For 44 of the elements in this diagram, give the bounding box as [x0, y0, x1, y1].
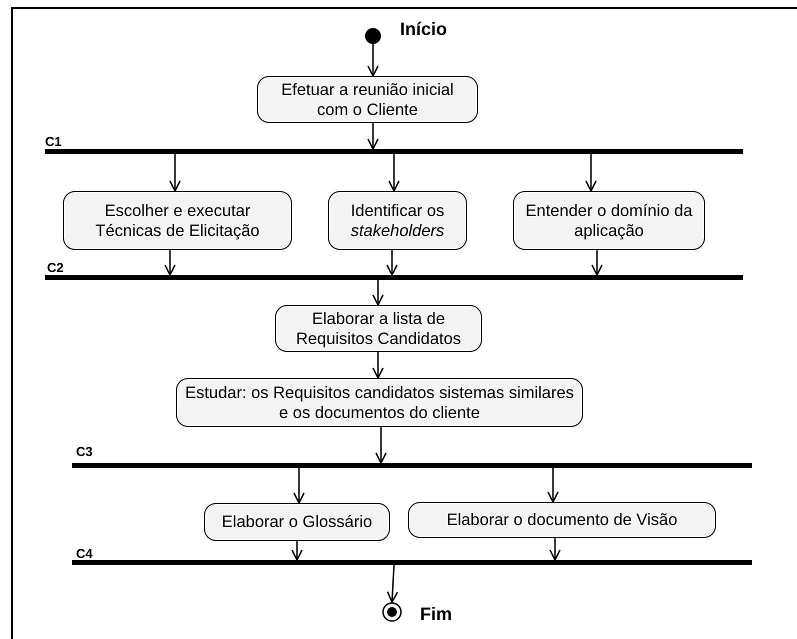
- node-label: Fim: [420, 604, 452, 625]
- arrow: [386, 564, 398, 603]
- sync-bar: [45, 149, 743, 154]
- activity-text: Elaborar o documento de Visão: [446, 510, 678, 530]
- activity-box: [176, 378, 583, 427]
- arrow: [372, 280, 384, 306]
- node-label: C4: [76, 546, 93, 561]
- arrow: [547, 468, 559, 503]
- activity-text: Entender o domínio da aplicação: [524, 200, 694, 240]
- sync-bar: [72, 463, 752, 468]
- end-node: [382, 602, 402, 622]
- arrow: [291, 541, 303, 561]
- start-node: [365, 28, 381, 44]
- arrow: [549, 538, 561, 561]
- arrow: [367, 44, 379, 77]
- activity-box: [328, 191, 467, 250]
- activity-box: [257, 76, 478, 123]
- arrow: [386, 250, 398, 276]
- activity-text: Estudar: os Requisitos candidatos sistemas similares e os documentos do cliente: [184, 382, 575, 422]
- node-label: Início: [400, 19, 448, 40]
- arrow: [375, 427, 387, 464]
- node-label: C2: [47, 260, 64, 275]
- sync-bar: [72, 560, 752, 565]
- arrow: [164, 250, 176, 276]
- activity-text: Identificar os stakeholders: [350, 200, 446, 240]
- activity-box: [513, 191, 705, 250]
- activity-box: [408, 502, 716, 538]
- arrow: [367, 123, 379, 150]
- activity-text: Escolher e executar Técnicas de Elicitação: [94, 200, 261, 240]
- node-label: C3: [76, 444, 93, 459]
- arrow: [585, 154, 597, 192]
- activity-text: Elaborar o Glossário: [222, 512, 372, 532]
- activity-box: [63, 191, 292, 250]
- activity-box: [204, 503, 390, 541]
- arrow: [388, 154, 400, 192]
- arrow: [591, 250, 603, 276]
- activity-text: Elaborar a lista de Requisitos Candidatos: [294, 308, 462, 348]
- arrow: [293, 468, 305, 504]
- arrow: [372, 352, 384, 379]
- activity-box: [275, 305, 482, 352]
- sync-bar: [45, 275, 743, 280]
- arrow: [169, 154, 181, 192]
- activity-text: Efetuar a reunião inicial com o Cliente: [280, 80, 455, 120]
- node-label: C1: [45, 134, 62, 149]
